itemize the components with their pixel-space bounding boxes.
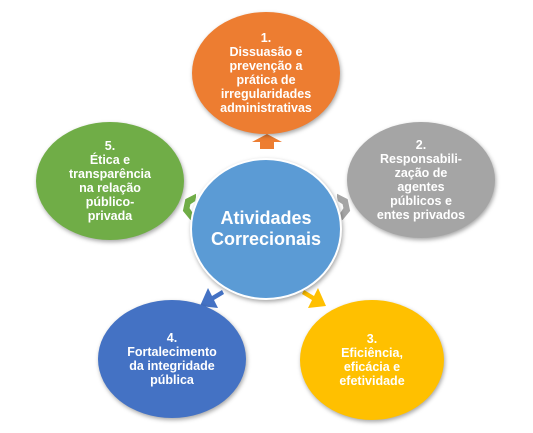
- node-4-label: 4. Fortalecimento da integridade pública: [127, 331, 217, 387]
- arrow-left-icon: [182, 193, 196, 220]
- arrow-down-left-icon: [200, 288, 224, 308]
- node-4-integridade: 4. Fortalecimento da integridade pública: [98, 300, 246, 418]
- center-node-label: Atividades Correcionais: [210, 208, 322, 249]
- center-node: Atividades Correcionais: [190, 158, 342, 300]
- node-3-eficiencia: 3. Eficiência, eficácia e efetividade: [300, 300, 444, 420]
- node-2-label: 2. Responsabili- zação de agentes públic…: [376, 138, 466, 222]
- node-5-label: 5. Ética e transparência na relação públ…: [69, 139, 151, 223]
- node-1-label: 1. Dissuasão e prevenção a prática de ir…: [220, 31, 312, 115]
- arrow-up-icon: [252, 134, 282, 149]
- arrow-down-right-icon: [302, 288, 326, 308]
- node-5-etica: 5. Ética e transparência na relação públ…: [36, 122, 184, 240]
- node-3-label: 3. Eficiência, eficácia e efetividade: [339, 332, 405, 388]
- arrow-right-icon: [337, 193, 351, 220]
- node-2-responsabilizacao: 2. Responsabili- zação de agentes públic…: [347, 122, 495, 238]
- node-1-dissuasao: 1. Dissuasão e prevenção a prática de ir…: [192, 12, 340, 134]
